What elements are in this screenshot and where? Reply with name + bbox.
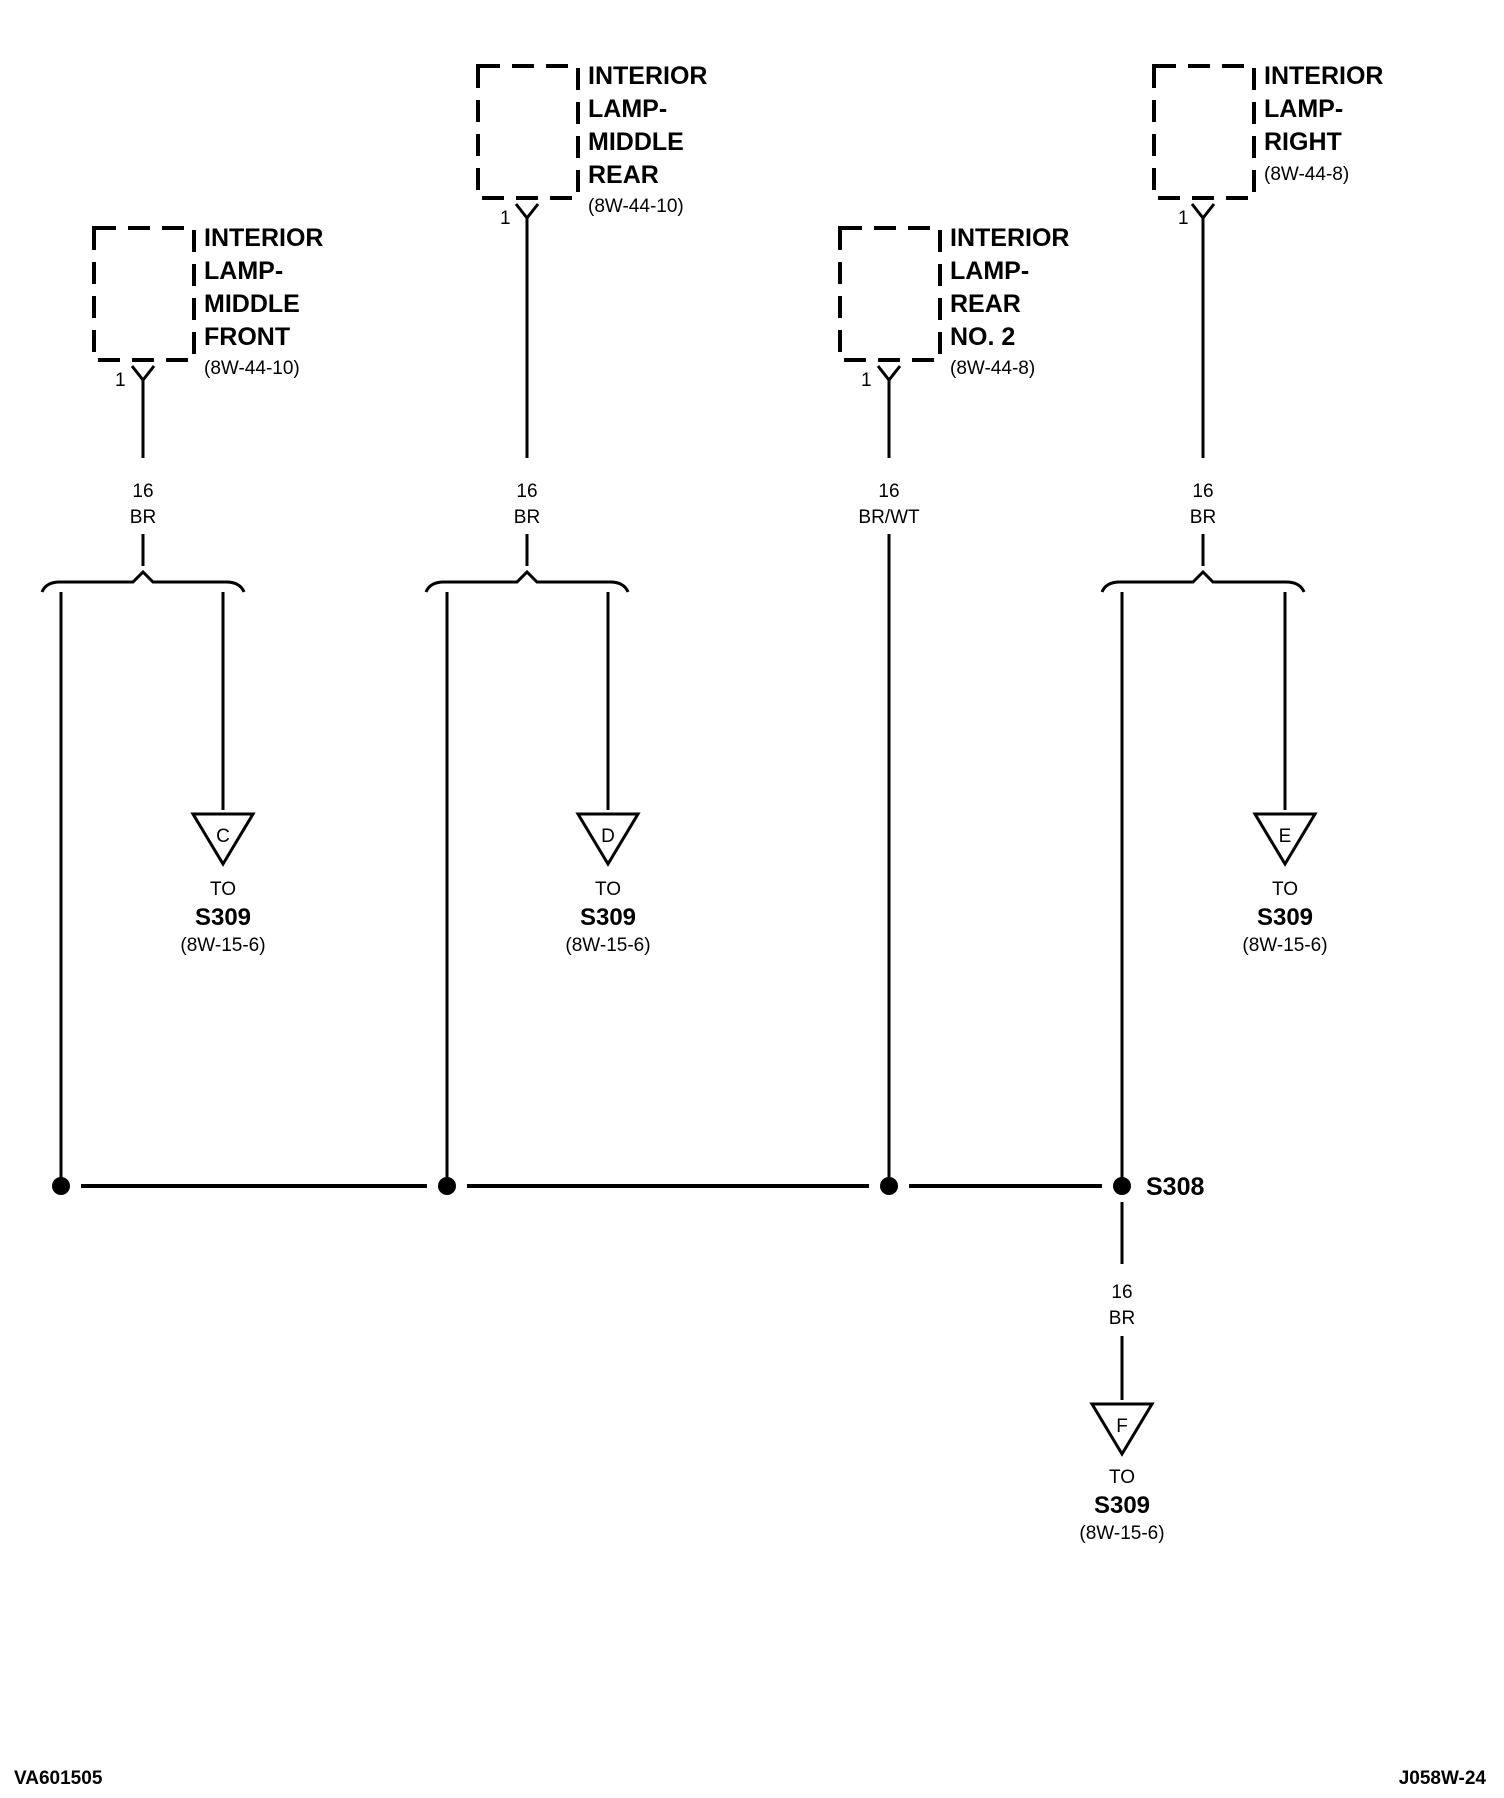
component-label-line3: MIDDLE [588,128,684,156]
component-box [476,64,580,200]
pin-connector-symbol [876,365,902,383]
component-ref: (8W-44-10) [204,358,300,379]
component-interior-lamp-middle-front: INTERIOR LAMP- MIDDLE FRONT (8W-44-10) 1… [40,224,323,593]
splice-bus: S308 [52,1168,1204,1201]
component-interior-lamp-middle-rear: INTERIOR LAMP- MIDDLE REAR (8W-44-10) 1 … [424,62,707,593]
component-ref: (8W-44-10) [588,196,684,217]
connector-to: TO [210,879,236,900]
connector-letter: D [601,826,615,847]
component-label-line2: LAMP- [588,95,667,123]
wire-gauge: 16 [878,481,899,502]
connector-splice: S309 [580,904,636,931]
branch-brace [424,569,630,593]
connector-ref: (8W-15-6) [1079,1523,1164,1544]
component-box [1152,64,1256,200]
connector-letter: C [216,826,230,847]
offpage-connector-f: F TO S309 (8W-15-6) [1079,1402,1165,1544]
wire-color: BR [1190,507,1216,528]
footer-right-code: J058W-24 [1399,1768,1487,1789]
component-label-line1: INTERIOR [1264,62,1383,90]
footer-left-code: VA601505 [14,1768,103,1789]
component-label-line2: LAMP- [204,257,283,285]
connector-splice: S309 [195,904,251,931]
pin-connector-symbol [1190,203,1216,221]
wire-gauge: 16 [132,481,153,502]
component-label-line3: RIGHT [1264,128,1342,156]
component-label-line4: FRONT [204,323,290,351]
wire-color: BR [514,507,540,528]
component-label-line1: INTERIOR [588,62,707,90]
component-interior-lamp-rear-no2: INTERIOR LAMP- REAR NO. 2 (8W-44-8) 1 16… [838,224,1069,1168]
connector-to: TO [1109,1467,1135,1488]
component-label-line1: INTERIOR [204,224,323,252]
connector-to: TO [595,879,621,900]
wire-gauge: 16 [1111,1282,1132,1303]
component-label-line2: LAMP- [1264,95,1343,123]
connector-splice: S309 [1257,904,1313,931]
offpage-connector-c: C TO S309 (8W-15-6) [180,812,266,956]
branch-brace [1100,569,1306,593]
pin-number: 1 [500,208,511,229]
wire-gauge: 16 [516,481,537,502]
component-label-line3: REAR [950,290,1021,318]
component-label-line3: MIDDLE [204,290,300,318]
pin-connector-symbol [514,203,540,221]
component-ref: (8W-44-8) [950,358,1035,379]
pin-number: 1 [115,370,126,391]
component-label-line2: LAMP- [950,257,1029,285]
pin-number: 1 [1178,208,1189,229]
component-label-line4: REAR [588,161,659,189]
pin-number: 1 [861,370,872,391]
connector-ref: (8W-15-6) [565,935,650,956]
offpage-connector-e: E TO S309 (8W-15-6) [1242,812,1328,956]
component-ref: (8W-44-8) [1264,164,1349,185]
component-interior-lamp-right: INTERIOR LAMP- RIGHT (8W-44-8) 1 16 BR [1100,62,1383,593]
wire-gauge: 16 [1192,481,1213,502]
branch-brace [40,569,246,593]
component-label-line1: INTERIOR [950,224,1069,252]
component-box [838,226,942,362]
wire-color: BR/WT [858,507,920,528]
connector-ref: (8W-15-6) [180,935,265,956]
component-label-line4: NO. 2 [950,323,1015,351]
connector-ref: (8W-15-6) [1242,935,1327,956]
wire-color: BR [1109,1308,1135,1329]
splice-label: S308 [1146,1173,1204,1201]
connector-letter: F [1116,1416,1128,1437]
connector-letter: E [1279,826,1292,847]
wire-color: BR [130,507,156,528]
pin-connector-symbol [130,365,156,383]
connector-splice: S309 [1094,1492,1150,1519]
component-box [92,226,196,362]
connector-to: TO [1272,879,1298,900]
offpage-connector-d: D TO S309 (8W-15-6) [565,812,651,956]
